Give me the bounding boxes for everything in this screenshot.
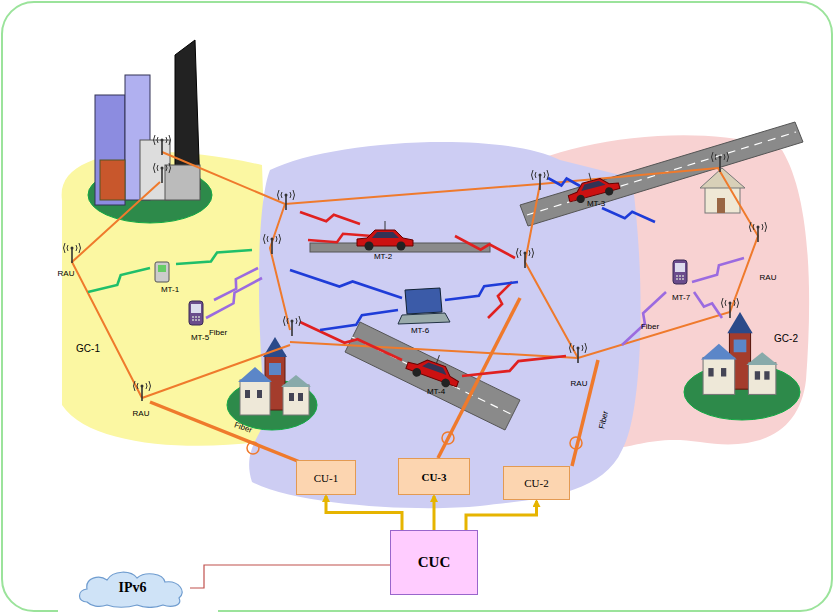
radio-bolt	[602, 208, 655, 222]
radio-bolt	[88, 268, 150, 292]
church	[701, 312, 778, 394]
connector	[466, 501, 537, 530]
callout-label: MT-1	[161, 286, 179, 294]
callout-label: RAU	[571, 380, 588, 388]
callout-label: MT-6	[411, 327, 429, 335]
callout-label: MT-2	[374, 253, 392, 261]
process-box: CU-3	[398, 458, 470, 495]
node-label: CUC	[418, 554, 451, 571]
radio-bolt	[692, 258, 744, 282]
callout-label: MT-3	[587, 200, 605, 208]
radio-bolt	[320, 310, 398, 330]
controller-box: CUC	[390, 530, 478, 595]
node-label: CU-2	[524, 477, 548, 489]
callout-label: RAU	[133, 410, 150, 418]
connector	[433, 496, 436, 530]
radio-links	[88, 178, 744, 376]
phone	[673, 260, 687, 284]
radio-bolt	[455, 236, 515, 258]
process-box: CU-1	[296, 460, 356, 495]
car	[357, 221, 413, 251]
callout-label: RAU	[58, 270, 75, 278]
radio-bolt	[622, 292, 666, 345]
node-label: IPv6	[119, 580, 147, 596]
fiber-coil	[247, 432, 582, 454]
radio-bolt	[176, 250, 252, 264]
callout-label: RAU	[760, 274, 777, 282]
fiber-trunk	[150, 298, 598, 466]
radio-bolt	[445, 282, 518, 300]
region-label: GC-1	[76, 344, 100, 354]
node-label: CU-3	[421, 471, 446, 483]
callout-label: MT-5	[191, 334, 209, 342]
radio-bolt	[462, 356, 566, 376]
region-label: GC-2	[774, 334, 798, 344]
connector	[190, 565, 390, 588]
radio-bolt	[206, 278, 262, 318]
radio-bolt	[488, 282, 512, 318]
callout-label: MT-4	[427, 388, 445, 396]
connector	[326, 496, 402, 530]
radio-bolt	[214, 268, 258, 300]
radio-bolt	[290, 270, 402, 298]
radio-bolt	[300, 212, 360, 224]
callout-label: MT-7	[672, 294, 690, 302]
radio-bolt	[548, 178, 580, 186]
region-core	[249, 142, 640, 508]
antennas	[64, 135, 767, 401]
fiber-link	[72, 152, 758, 398]
phone	[189, 301, 203, 325]
radio-bolt	[300, 322, 402, 360]
cloud-node: IPv6	[75, 568, 190, 608]
road	[345, 322, 520, 430]
church	[238, 337, 311, 415]
callout-label: Fiber	[209, 329, 227, 337]
laptop	[398, 288, 450, 324]
car	[404, 346, 464, 391]
process-box: CU-2	[503, 466, 570, 500]
callout-label: Fiber	[641, 323, 659, 331]
node-label: CU-1	[314, 472, 338, 484]
phone	[155, 262, 169, 282]
city-buildings	[95, 40, 200, 205]
radio-bolt	[694, 292, 722, 318]
